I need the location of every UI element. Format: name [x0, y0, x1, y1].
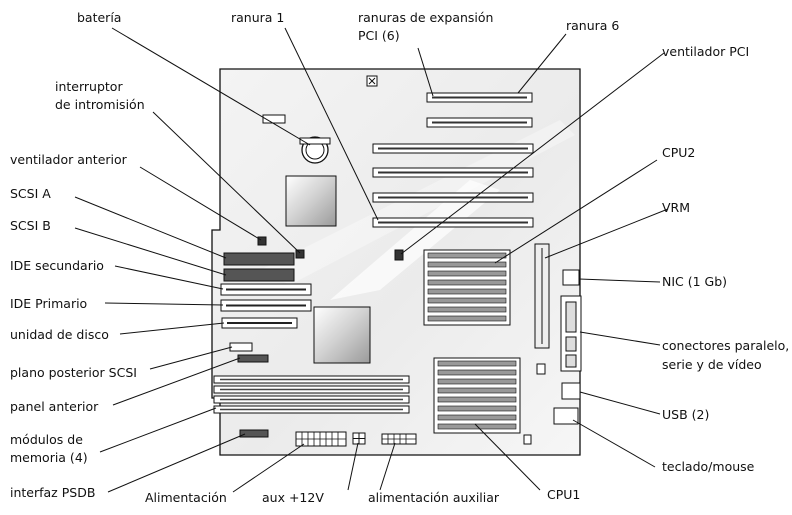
leader-cpu1 [474, 423, 541, 491]
leader-alimentacion [232, 443, 305, 493]
leader-unidad-disco [119, 322, 225, 335]
label-panel-anterior: panel anterior [10, 399, 99, 414]
parallel-serial-video-ports [560, 295, 582, 372]
label-conectores-line1: conectores paralelo, [662, 338, 790, 353]
leader-psdb [107, 433, 246, 493]
label-teclado: teclado/mouse [662, 459, 755, 474]
chipset-lower [313, 306, 371, 364]
psdb-connector [239, 429, 269, 438]
label-ide-primario: IDE Primario [10, 296, 88, 311]
leader-vrm [544, 208, 669, 259]
label-aux12v: aux +12V [262, 490, 324, 505]
label-conectores-line2: serie y de vídeo [662, 357, 762, 372]
scsi-b-connector [223, 268, 295, 282]
label-plano-scsi: plano posterior SCSI [10, 365, 137, 380]
small-connector [262, 114, 286, 124]
leader-bateria [111, 27, 311, 146]
label-psdb: interfaz PSDB [10, 485, 96, 500]
board-sheen [330, 180, 500, 300]
leader-alim-aux [379, 442, 396, 491]
leader-ide-primario [104, 302, 224, 306]
label-ventilador-pci: ventilador PCI [662, 44, 750, 59]
label-scsi-b: SCSI B [10, 218, 51, 233]
leader-scsi-a [74, 196, 227, 259]
label-modulos-line2: memoria (4) [10, 450, 88, 465]
label-cpu1: CPU1 [547, 487, 581, 502]
label-ranuras-pci-line2: PCI (6) [358, 28, 400, 43]
leader-teclado [572, 419, 656, 468]
intrusion-switch-connector [295, 249, 305, 259]
leader-scsi-b [74, 227, 227, 276]
keyboard-mouse-ports [553, 407, 579, 425]
leader-conectores [579, 331, 661, 346]
leader-usb [579, 391, 661, 415]
label-alim-aux: alimentación auxiliar [368, 490, 500, 505]
leader-ranura1 [284, 27, 379, 221]
label-ranuras-pci-line1: ranuras de expansión [358, 10, 494, 25]
label-alimentacion: Alimentación [145, 490, 227, 505]
leader-ventilador-anterior [139, 166, 262, 241]
label-bateria: batería [77, 10, 122, 25]
leader-interruptor [152, 111, 301, 254]
leader-ide-secundario [114, 265, 224, 290]
usb-ports [561, 382, 581, 400]
front-fan-connector [257, 236, 267, 246]
label-ventilador-anterior: ventilador anterior [10, 152, 127, 167]
cpu1-heatsink [433, 357, 521, 434]
label-ranura1: ranura 1 [231, 10, 285, 25]
label-ranura6: ranura 6 [566, 18, 620, 33]
leader-aux12v [347, 442, 359, 491]
pci-fan-connector [394, 249, 404, 261]
leader-ranuras-pci [417, 47, 434, 97]
label-ide-secundario: IDE secundario [10, 258, 104, 273]
chipset-upper [285, 175, 337, 227]
label-scsi-a: SCSI A [10, 186, 51, 201]
leader-panel-anterior [112, 357, 241, 406]
label-usb: USB (2) [662, 407, 710, 422]
label-interruptor-line2: de intromisión [55, 97, 145, 112]
label-modulos-line1: módulos de [10, 432, 83, 447]
leader-modulos [99, 407, 217, 453]
leader-cpu2 [494, 159, 658, 264]
scsi-backplane-connector [229, 342, 253, 352]
label-cpu2: CPU2 [662, 145, 696, 160]
leader-ranura6 [517, 33, 567, 94]
label-unidad-disco: unidad de disco [10, 327, 109, 342]
leader-lines [74, 27, 669, 493]
leader-ventilador-pci [400, 52, 665, 255]
scsi-a-connector [223, 252, 295, 266]
label-nic: NIC (1 Gb) [662, 274, 728, 289]
leader-nic [578, 278, 661, 283]
label-interruptor-line1: interruptor [55, 79, 123, 94]
leader-plano-scsi [149, 346, 233, 370]
label-vrm: VRM [662, 200, 691, 215]
nic-port [562, 269, 580, 286]
front-panel-connector [237, 354, 269, 363]
